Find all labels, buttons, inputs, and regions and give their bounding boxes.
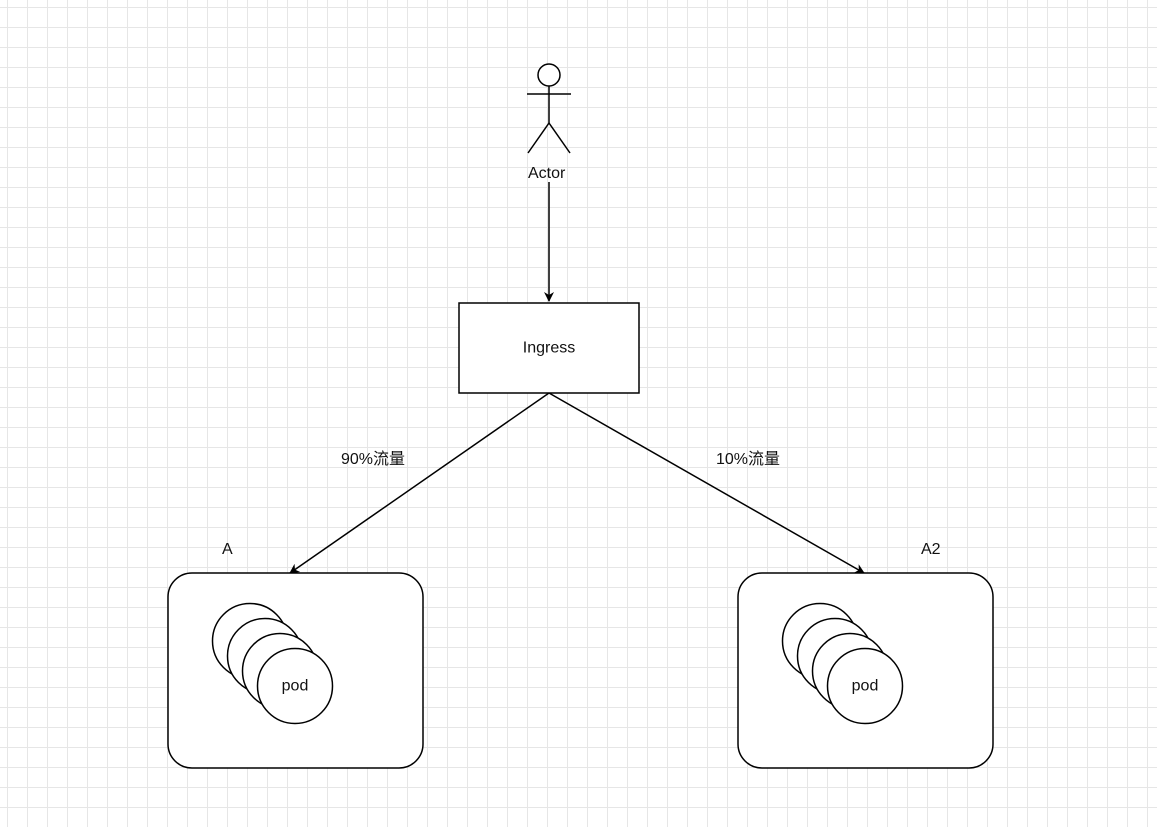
edge-ingress-to-a2[interactable] — [548, 392, 865, 574]
actor-figure[interactable] — [527, 63, 571, 154]
actor-right-leg — [548, 122, 571, 154]
edge-ingress-to-a[interactable] — [289, 392, 550, 574]
pod-stack-a — [211, 602, 334, 725]
ingress-box — [458, 302, 640, 394]
pod-circle — [826, 647, 904, 725]
group-a[interactable]: pod — [167, 572, 424, 769]
ingress-label: Ingress — [523, 340, 575, 357]
pod-stack-a2 — [781, 602, 904, 725]
actor-head — [537, 63, 561, 87]
actor-left-leg — [527, 122, 550, 154]
group-a2[interactable]: pod — [737, 572, 994, 769]
ingress-node[interactable]: Ingress — [458, 302, 640, 394]
actor-label: Actor — [528, 165, 566, 182]
pod-circle — [256, 647, 334, 725]
group-label-a: A — [222, 541, 233, 558]
pod-label-a2: pod — [852, 678, 879, 695]
edge-label-left: 90%流量 — [341, 451, 406, 468]
edge-label-right: 10%流量 — [716, 451, 781, 468]
group-label-a2: A2 — [921, 541, 941, 558]
pod-label-a: pod — [282, 678, 309, 695]
